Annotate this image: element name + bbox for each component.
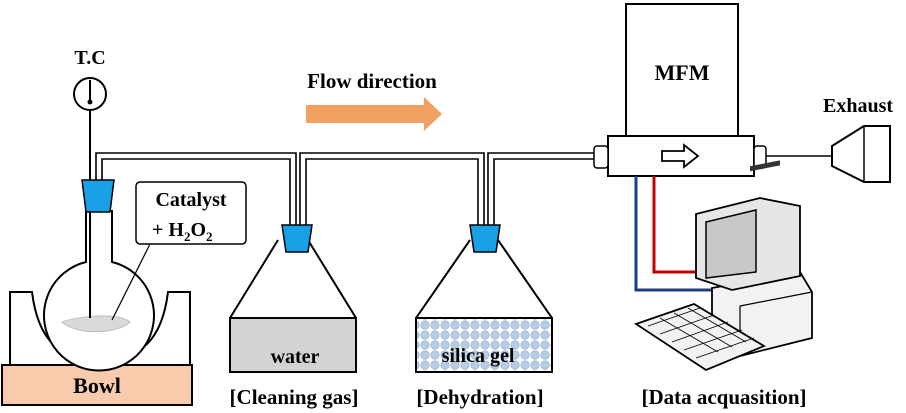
mfm-label: MFM [655,60,710,85]
signal-cables [634,176,712,292]
catalyst-label: Catalyst [155,189,226,211]
exhaust: Exhaust [823,95,893,183]
mfm-flow-arrow-icon [661,143,700,169]
silica-flask-stopper [469,224,501,253]
flow-direction: Flow direction [306,69,442,131]
blue-cable [634,176,712,292]
funnel-icon [831,125,891,183]
mass-flow-meter: MFM [593,3,767,177]
thermocouple: T.C [73,47,107,111]
dehydration-label: [Dehydration] [416,385,543,409]
catalyst-callout: Catalyst + H2O2 [111,181,247,321]
reaction-flask [43,110,155,372]
water-flask-stopper [281,224,313,253]
thermocouple-label: T.C [74,47,105,69]
desktop-computer-icon: [Data acquasition] [633,160,813,409]
gas-tubing [95,152,832,262]
cleaning-gas-label: [Cleaning gas] [230,385,359,409]
bowl-label: Bowl [73,373,121,398]
mfm-body [625,3,739,137]
dehydration-flask: silica gel [Dehydration] [415,224,553,409]
h2o2-label: + H2O2 [152,219,213,244]
red-cable [652,176,712,274]
silica-gel-label: silica gel [442,345,515,367]
flask-stopper [81,179,115,213]
water-label: water [271,346,320,368]
flow-direction-label: Flow direction [307,69,437,93]
keyboard-icon [633,303,766,372]
exhaust-label: Exhaust [823,95,893,117]
cleaning-flask: water [Cleaning gas] [229,224,359,409]
monitor-screen [705,209,757,279]
data-acquisition-label: [Data acquasition] [641,385,806,409]
right-arrow-icon [306,97,442,131]
mfm-inlet-fitting [593,145,609,169]
water-level [229,317,357,373]
catalyst-solution [61,315,131,333]
silica-gel-beads [415,317,553,373]
